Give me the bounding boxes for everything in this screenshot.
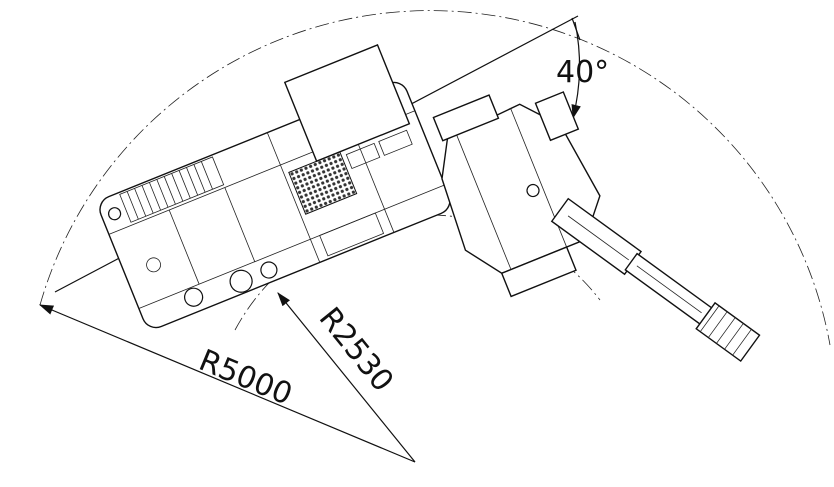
radiator-grille xyxy=(107,156,225,223)
angle-label: 40° xyxy=(556,55,609,90)
outer-radius-arc xyxy=(39,10,831,346)
angle-arc xyxy=(571,21,581,120)
machine-body xyxy=(99,44,451,329)
boom-arm xyxy=(550,197,761,363)
inner-radius-label: R2530 xyxy=(312,301,400,399)
inner-radius-leader xyxy=(277,292,416,463)
outer-radius-label: R5000 xyxy=(194,343,297,413)
motor-fan xyxy=(229,269,253,293)
cabin-roof xyxy=(283,44,411,163)
cabin-mesh xyxy=(288,151,358,215)
cutter-head xyxy=(432,91,601,298)
outer-radius-leader xyxy=(38,304,416,463)
